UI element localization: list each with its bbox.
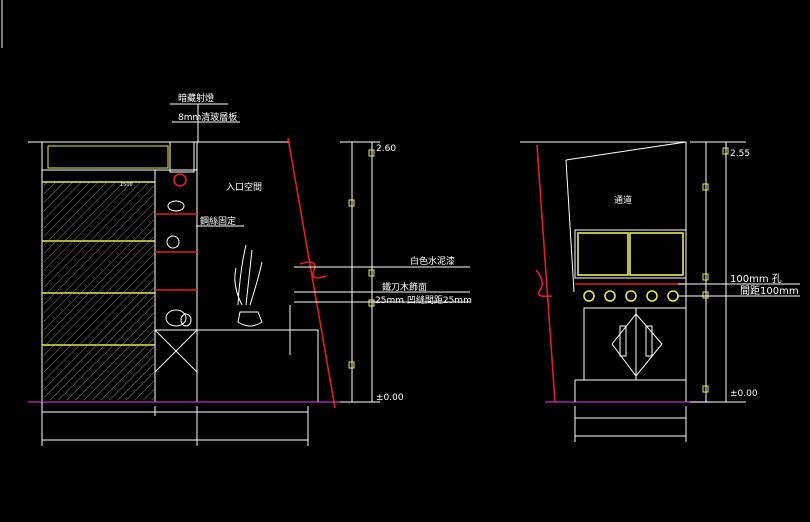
level-top-right: 2.55 xyxy=(730,149,750,159)
label-holes-size: 100mm 孔 xyxy=(730,273,782,285)
right-labels: 通道 100mm 孔 間距100mm 2.55 ±0.00 xyxy=(614,149,799,399)
label-wood-finish: 鐵刀木飾面 xyxy=(382,281,427,293)
low-wood-cabinet xyxy=(154,329,319,403)
upper-cabinet xyxy=(574,229,687,279)
slanted-wall-red-right xyxy=(536,144,556,403)
left-labels: 暗藏射燈 8mm清玻層板 入口空間 鋼絲固定 白色水泥漆 鐵刀木飾面 25mm … xyxy=(120,92,472,403)
slanted-wall-red xyxy=(287,137,336,409)
label-opening: 通道 xyxy=(614,194,632,206)
display-niche xyxy=(154,169,198,403)
plant-decoration xyxy=(234,244,263,327)
label-glass-shelf: 8mm清玻層板 xyxy=(178,111,237,123)
lower-cabinet xyxy=(583,307,687,381)
label-groove-spacing: 25mm 凹縫間距25mm xyxy=(375,294,472,306)
vent-holes xyxy=(583,290,679,302)
left-elevation xyxy=(28,103,470,446)
label-hidden-spotlight: 暗藏射燈 xyxy=(178,92,214,104)
level-bottom-left: ±0.00 xyxy=(376,393,404,403)
right-elevation xyxy=(520,141,800,442)
level-top-left: 2.60 xyxy=(376,144,396,154)
label-wire-fixed: 鋼絲固定 xyxy=(200,215,236,227)
small-tag: 1500 xyxy=(120,182,133,188)
label-holes-spacing: 間距100mm xyxy=(740,285,799,297)
label-entrance: 入口空間 xyxy=(226,181,262,193)
label-white-paint: 白色水泥漆 xyxy=(410,255,455,267)
level-bottom-right: ±0.00 xyxy=(730,389,758,399)
